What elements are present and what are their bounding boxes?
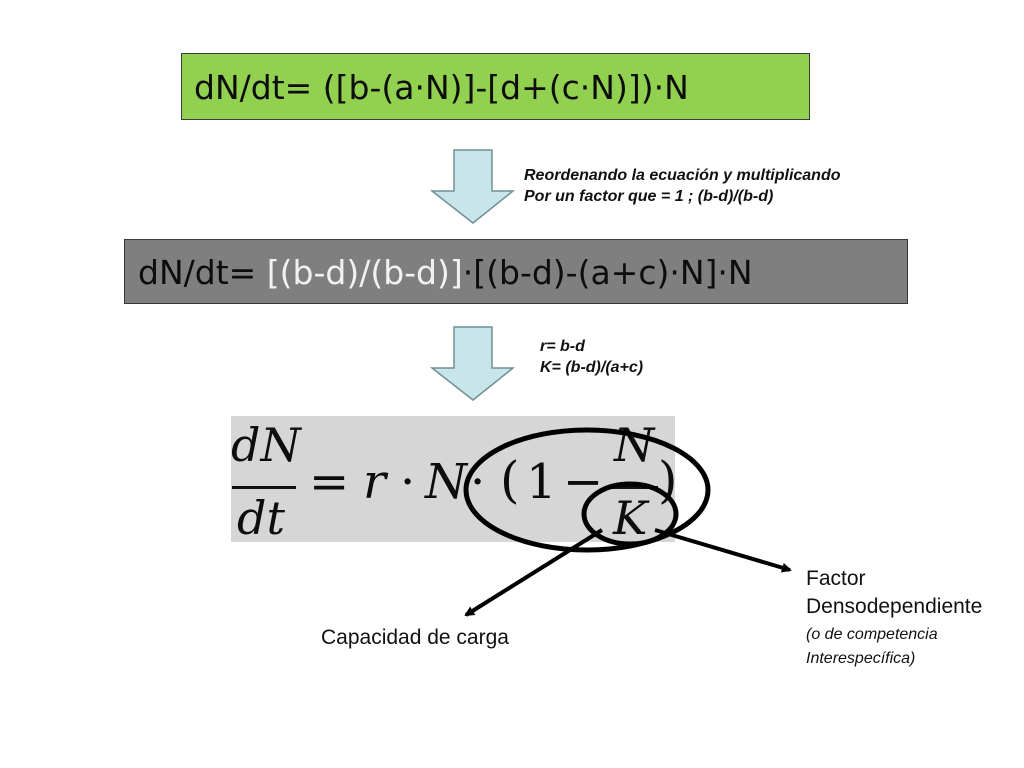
label-factor-line-2: Densodependiente — [806, 595, 983, 618]
arrow-to-capacidad — [464, 528, 604, 617]
equation-rearranged-suffix: ·[(b-d)-(a+c)·N]·N — [462, 253, 753, 292]
definition-k: K= (b-d)/(a+c) — [540, 359, 644, 376]
label-competencia-note: (o de competencia Interespecífica) — [806, 623, 938, 671]
label-note-line-2: Interespecífica) — [806, 650, 916, 667]
variable-n: N — [425, 454, 467, 510]
label-factor-densodependiente: Factor Densodependiente — [806, 565, 982, 621]
multiply-dot-1: · — [400, 454, 416, 510]
step-1-note: Reordenando la ecuación y multiplicando … — [524, 165, 841, 207]
arrow-to-factor — [654, 528, 792, 573]
label-capacidad-de-carga: Capacidad de carga — [321, 626, 509, 649]
equation-factor-one-highlight: [(b-d)/(b-d)] — [266, 253, 463, 292]
step-1-note-line-1: Reordenando la ecuación y multiplicando — [524, 167, 841, 184]
fraction-dn-numerator: dN — [231, 418, 301, 472]
label-factor-line-1: Factor — [806, 567, 866, 590]
constant-one: 1 — [526, 454, 557, 510]
fraction-bar-left — [232, 486, 296, 489]
equals-sign: = — [309, 454, 350, 510]
minus-sign: − — [563, 454, 604, 510]
equation-rearranged-prefix: dN/dt= — [138, 253, 267, 292]
open-parenthesis: ( — [500, 451, 520, 509]
equation-box-rearranged: dN/dt= [(b-d)/(b-d)]·[(b-d)-(a+c)·N]·N — [124, 239, 908, 304]
step-1-note-line-2: Por un factor que = 1 ; (b-d)/(b-d) — [524, 188, 774, 205]
step-2-note: r= b-d K= (b-d)/(a+c) — [540, 336, 643, 378]
equation-original-text: dN/dt= ([b-(a·N)]-[d+(c·N)])·N — [194, 68, 689, 107]
fraction-bar-right — [610, 486, 658, 489]
circle-k — [581, 481, 679, 547]
logistic-equation-panel — [231, 416, 675, 542]
label-note-line-1: (o de competencia — [806, 626, 938, 643]
down-arrow-step-2 — [429, 326, 516, 401]
variable-r: r — [363, 454, 386, 510]
equation-box-original: dN/dt= ([b-(a·N)]-[d+(c·N)])·N — [181, 53, 810, 120]
fraction-dt-denominator: dt — [237, 491, 285, 545]
circle-density-factor — [463, 427, 711, 553]
fraction-n-numerator: N — [614, 418, 655, 472]
definition-r: r= b-d — [540, 338, 585, 355]
fraction-k-denominator: K — [613, 491, 648, 545]
down-arrow-step-1 — [429, 149, 516, 224]
